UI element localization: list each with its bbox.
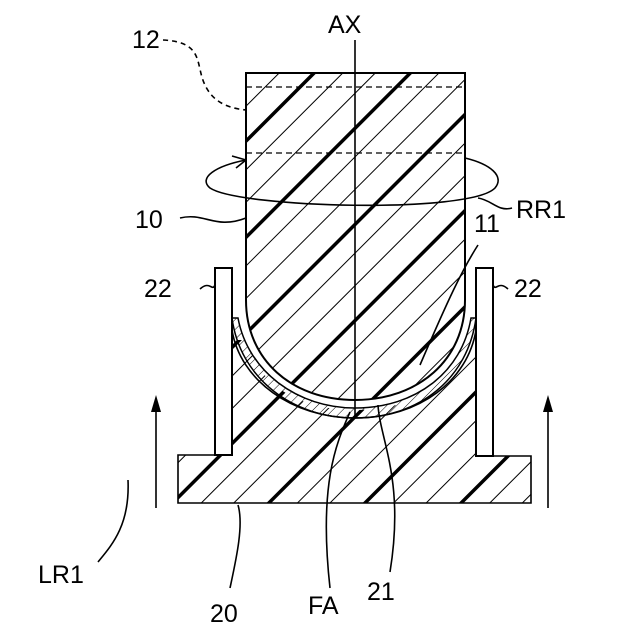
label-lr1: LR1 <box>38 561 84 589</box>
label-12: 12 <box>132 26 160 54</box>
label-rr1: RR1 <box>516 196 566 224</box>
label-20: 20 <box>210 600 238 628</box>
label-22-right: 22 <box>514 275 542 303</box>
label-22-left: 22 <box>144 275 172 303</box>
label-ax: AX <box>328 11 362 39</box>
label-fa: FA <box>308 592 339 620</box>
label-21: 21 <box>367 578 395 606</box>
label-10: 10 <box>135 206 163 234</box>
label-11: 11 <box>474 210 500 238</box>
